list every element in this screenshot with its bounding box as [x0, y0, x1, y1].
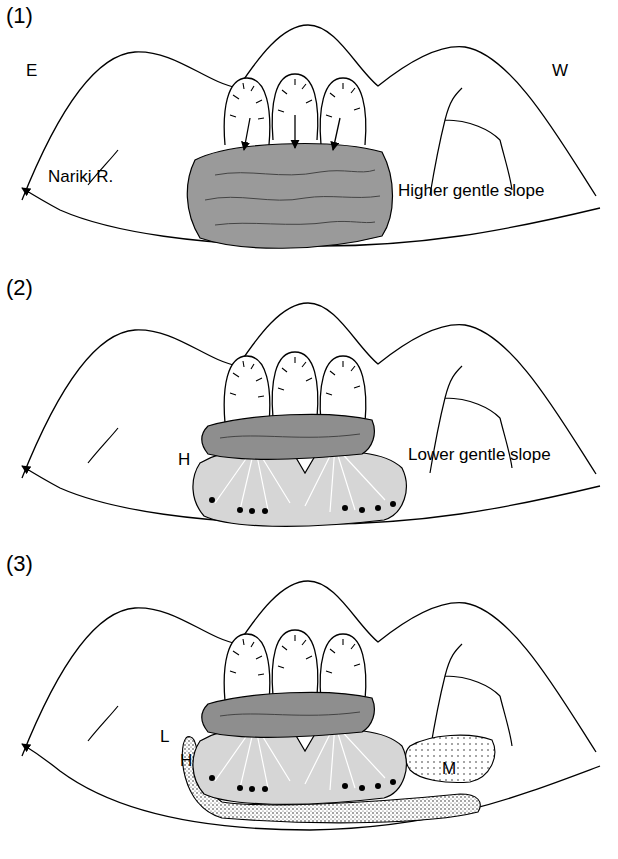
river-label: Nariki R. [48, 168, 113, 187]
slope-label: Lower gentle slope [408, 446, 551, 465]
panel-number: (2) [6, 276, 33, 300]
deposit-label: H [180, 752, 192, 771]
deposit-label: H [178, 451, 190, 470]
panel-number: (1) [6, 4, 33, 28]
direction-label: E [26, 62, 37, 81]
deposit-label: L [160, 728, 169, 747]
deposit-label: M [442, 760, 456, 779]
direction-label: W [552, 62, 568, 81]
slope-label: Higher gentle slope [398, 182, 544, 201]
panel-number: (3) [6, 552, 33, 576]
